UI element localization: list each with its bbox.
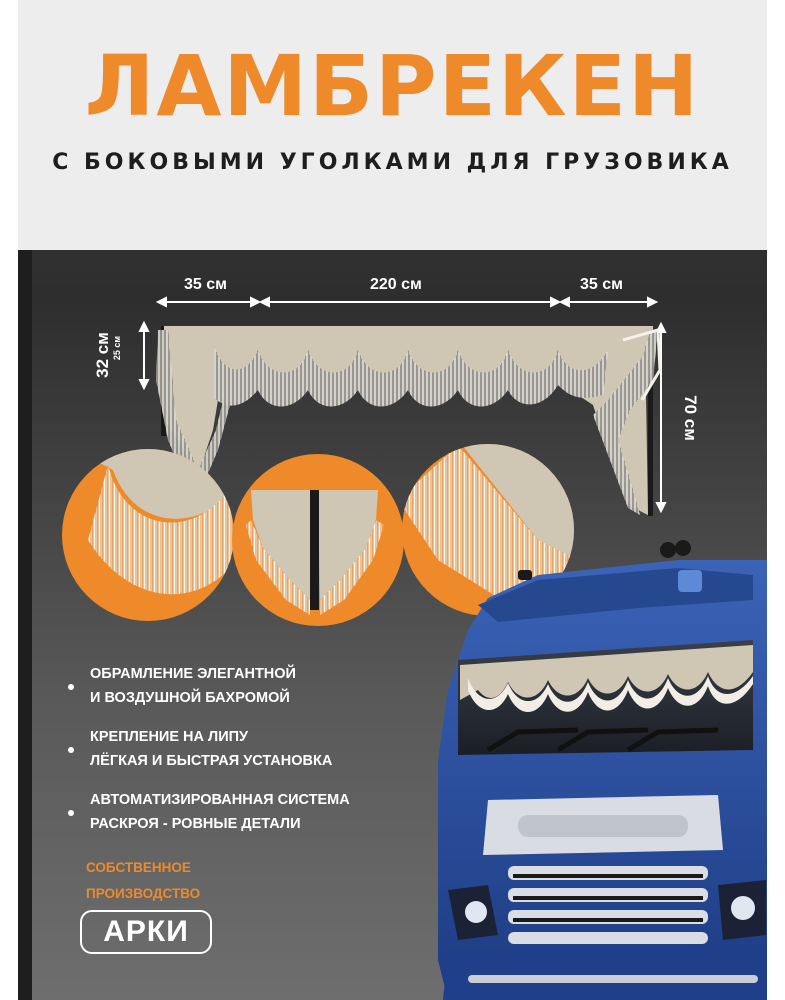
bullet-dot-icon <box>68 684 74 690</box>
left-dark-band <box>18 250 32 1000</box>
detail-circles <box>62 444 574 626</box>
truck-illustration <box>438 540 767 1000</box>
dim-center-width: 220 см <box>370 276 422 293</box>
product-subtitle: С БОКОВЫМИ УГОЛКАМИ ДЛЯ ГРУЗОВИКА <box>52 150 733 175</box>
lambrequin-illustration <box>156 326 662 516</box>
feature-list: ОБРАМЛЕНИЕ ЭЛЕГАНТНОЙ И ВОЗДУШНОЙ БАХРОМ… <box>68 662 408 851</box>
product-title: ЛАМБРЕКЕН <box>84 37 701 135</box>
feature-line: КРЕПЛЕНИЕ НА ЛИПУ <box>90 729 249 745</box>
bullet-dot-icon <box>68 810 74 816</box>
dim-left-width: 35 см <box>184 276 227 293</box>
dimension-lines <box>138 296 667 514</box>
feature-line: РАСКРОЯ - РОВНЫЕ ДЕТАЛИ <box>90 816 301 832</box>
feature-line: И ВОЗДУШНОЙ БАХРОМОЙ <box>90 690 290 706</box>
brand-logo: АРКИ <box>80 910 212 954</box>
product-card: ЛАМБРЕКЕН С БОКОВЫМИ УГОЛКАМИ ДЛЯ ГРУЗОВ… <box>18 0 767 1000</box>
feature-item: АВТОМАТИЗИРОВАННАЯ СИСТЕМА РАСКРОЯ - РОВ… <box>68 788 408 836</box>
feature-line: ОБРАМЛЕНИЕ ЭЛЕГАНТНОЙ <box>90 666 296 682</box>
own-production-label: СОБСТВЕННОЕ ПРОИЗВОДСТВО <box>86 855 200 907</box>
own-production-line: СОБСТВЕННОЕ <box>86 860 191 875</box>
detail-circle-velcro <box>232 454 404 626</box>
feature-item: ОБРАМЛЕНИЕ ЭЛЕГАНТНОЙ И ВОЗДУШНОЙ БАХРОМ… <box>68 662 408 710</box>
dim-right-width: 35 см <box>580 276 623 293</box>
feature-item: КРЕПЛЕНИЕ НА ЛИПУ ЛЁГКАЯ И БЫСТРАЯ УСТАН… <box>68 725 408 773</box>
feature-line: АВТОМАТИЗИРОВАННАЯ СИСТЕМА <box>90 792 350 808</box>
bullet-dot-icon <box>68 747 74 753</box>
scallop-edge <box>18 205 767 243</box>
feature-line: ЛЁГКАЯ И БЫСТРАЯ УСТАНОВКА <box>90 753 333 769</box>
own-production-line: ПРОИЗВОДСТВО <box>86 886 201 901</box>
